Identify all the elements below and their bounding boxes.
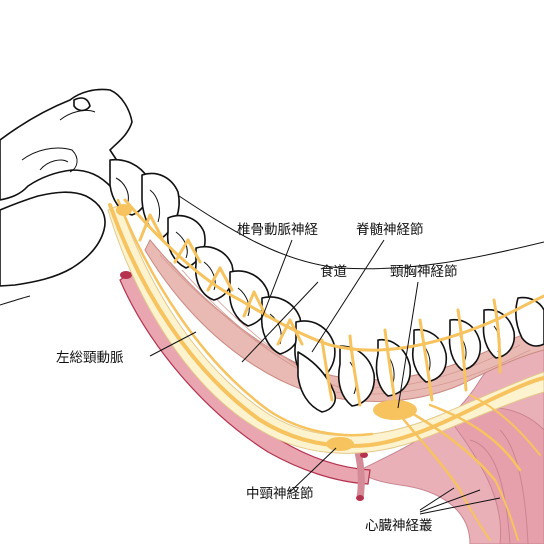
- longus-colli-muscle: [144, 239, 544, 402]
- label-spinal-ganglion: 脊髄神経節: [356, 222, 424, 238]
- label-vertebral-artery-nerve: 椎骨動脈神経: [237, 222, 318, 238]
- neck-outline: [169, 189, 544, 270]
- cervical-vertebrae: [109, 158, 544, 413]
- label-left-common-carotid: 左総頸動脈: [56, 350, 124, 366]
- label-esophagus: 食道: [320, 263, 347, 280]
- skull: [0, 88, 139, 306]
- nerves: [108, 198, 544, 541]
- label-cervicothoracic-ganglion: 頸胸神経節: [390, 264, 458, 280]
- label-cardiac-nerve-plexus: 心臓神経叢: [365, 518, 433, 534]
- leader-lines: [149, 239, 501, 515]
- label-middle-cervical-ganglion: 中頸神経節: [246, 486, 314, 502]
